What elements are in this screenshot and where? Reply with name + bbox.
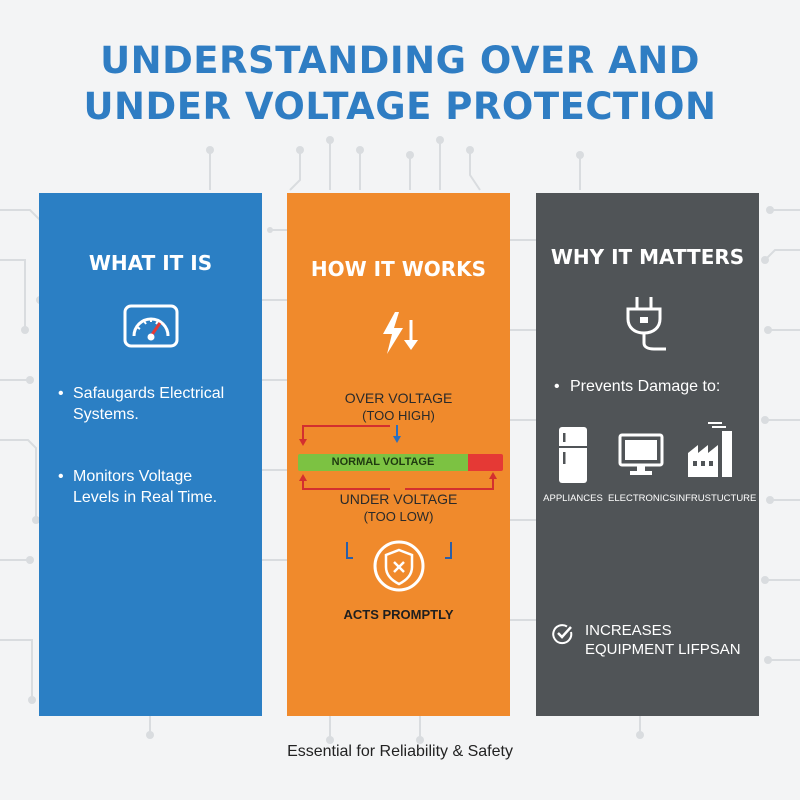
bullet-prevents-damage-text: Prevents Damage to: [570,378,721,395]
benefit-line2: EQUIPMENT LIFPSAN [585,641,741,658]
over-voltage-sub: (TOO HIGH) [362,408,435,423]
what-it-is-title: WHAT IT IS [88,251,213,275]
bullet-safeguards: • Safaugards Electrical Systems. [58,385,225,423]
normal-voltage-bar: NORMAL VOLTAGE [298,454,503,471]
bullet-monitors: • Monitors Voltage Levels in Real Time. [58,468,218,506]
category-appliances: APPLIANCES [543,493,603,504]
bullet-monitors-line2: Levels in Real Time. [73,489,218,506]
over-voltage-label: OVER VOLTAGE [344,390,453,406]
category-electronics: ELECTRONICS [608,493,676,504]
fault-range-segment [468,454,503,471]
normal-range-segment [298,454,468,471]
acts-promptly-label: ACTS PROMPTLY [343,607,454,622]
footer-tagline: Essential for Reliability & Safety [287,743,513,760]
bullet-prevents-damage: • Prevents Damage to: [554,378,721,395]
fridge-icon [559,427,587,483]
how-it-works-title: HOW IT WORKS [310,257,487,281]
title-line-2: UNDER VOLTAGE PROTECTION [83,85,717,128]
what-it-is-panel: WHAT IT IS • Safaugards Electrical Syste… [39,193,262,716]
title-line-1: UNDERSTANDING OVER AND [100,39,700,82]
shield-x-icon [346,540,452,592]
benefit-line1: INCREASES [585,622,672,639]
under-voltage-sub: (TOO LOW) [363,509,434,524]
voltage-arrows [299,425,497,490]
bullet-safeguards-line1: Safaugards Electrical [73,385,225,402]
bullet-safeguards-line2: Systems. [73,406,139,423]
category-infrastructure: INFRUSTUCTURE [675,493,757,504]
plug-icon [626,297,666,351]
lightning-arrow-icon [383,312,418,354]
bullet-monitors-line1: Monitors Voltage [73,468,193,485]
benefit-lifespan: INCREASES EQUIPMENT LIFPSAN [585,621,741,659]
page-title: UNDERSTANDING OVER AND UNDER VOLTAGE PRO… [0,38,800,130]
how-it-works-panel: HOW IT WORKS OVER VOLTAGE (TOO HIGH) NOR… [287,193,510,716]
why-it-matters-panel: WHY IT MATTERS • Prevents Damage to: APP… [536,193,759,716]
why-it-matters-title: WHY IT MATTERS [550,245,745,269]
gauge-icon [123,304,179,348]
monitor-icon [618,433,664,475]
under-voltage-label: UNDER VOLTAGE [339,491,458,507]
check-circle-icon [552,624,573,645]
normal-voltage-label: NORMAL VOLTAGE [331,456,435,468]
factory-icon [688,422,732,477]
